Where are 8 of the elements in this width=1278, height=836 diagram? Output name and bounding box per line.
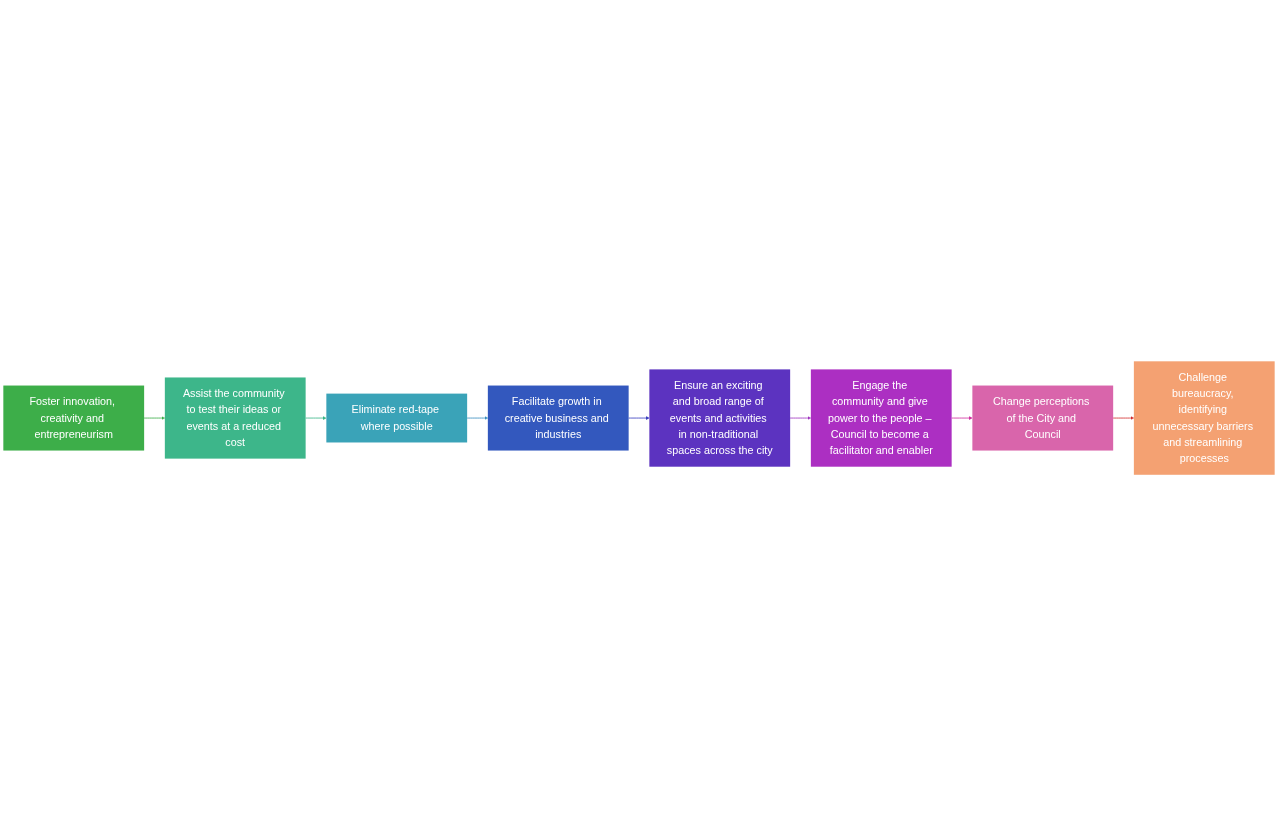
node-box: Facilitate growth in creative business and industries bbox=[487, 385, 629, 451]
node-box: Engage the community and give power to the people – Council to become a facilitator and enabler bbox=[810, 369, 952, 467]
node-box: Assist the community to test their ideas or events at a reduced cost bbox=[164, 377, 306, 459]
node-box: Challenge bureaucracy, identifying unnecessary barriers and streamlining processes bbox=[1133, 361, 1275, 475]
node-box: Change perceptions of the City and Council bbox=[972, 385, 1114, 451]
node-box: Eliminate red-tape where possible bbox=[326, 393, 468, 443]
node-box: Foster innovation, creativity and entrepreneurism bbox=[3, 385, 145, 451]
node-box: Ensure an exciting and broad range of events and activities in non-traditional spaces across the city bbox=[649, 369, 791, 467]
